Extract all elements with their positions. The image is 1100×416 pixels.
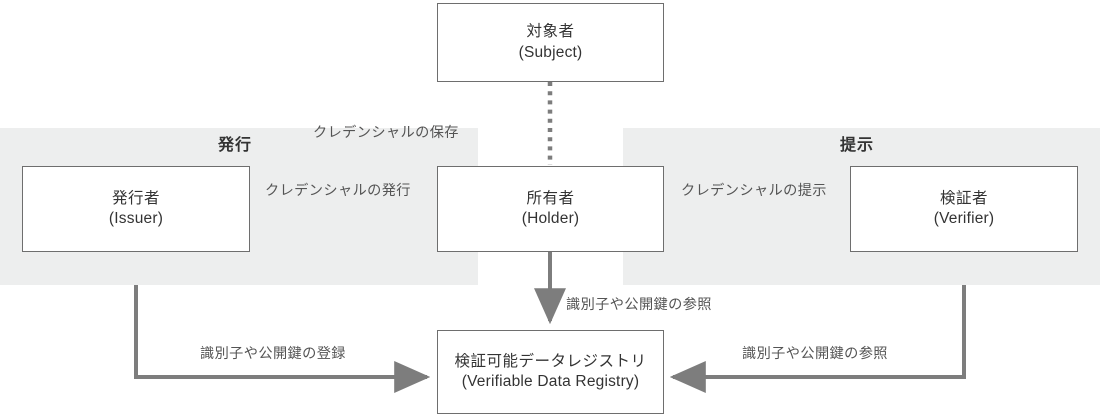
node-issuer[interactable]: 発行者 (Issuer) (22, 166, 250, 252)
node-registry-label-en: (Verifiable Data Registry) (461, 373, 640, 390)
edge-label-holder-lookup: 識別子や公開鍵の参照 (566, 297, 712, 313)
band-label-presentation: 提示 (840, 137, 875, 154)
node-verifier[interactable]: 検証者 (Verifier) (850, 166, 1078, 252)
edge-label-present-credential: クレデンシャルの提示 (681, 183, 827, 199)
node-holder-label-jp: 所有者 (526, 189, 575, 207)
node-issuer-label-en: (Issuer) (108, 210, 164, 227)
node-verifier-label-jp: 検証者 (939, 189, 988, 207)
edge-issuer-to-registry (134, 252, 431, 393)
node-holder-label-en: (Holder) (521, 210, 580, 227)
edge-label-store-credential: クレデンシャルの保存 (313, 125, 459, 141)
node-issuer-label-jp: 発行者 (111, 189, 160, 207)
node-subject-label-en: (Subject) (518, 43, 583, 61)
node-subject-label-jp: 対象者 (526, 23, 575, 41)
node-holder[interactable]: 所有者 (Holder) (437, 166, 664, 252)
edge-label-verifier-lookup: 識別子や公開鍵の参照 (742, 346, 888, 362)
node-subject[interactable]: 対象者 (Subject) (437, 3, 664, 82)
edge-label-issue-credential: クレデンシャルの発行 (265, 183, 411, 199)
node-verifiable-data-registry[interactable]: 検証可能データレジストリ (Verifiable Data Registry) (437, 330, 664, 414)
node-registry-label-jp: 検証可能データレジストリ (454, 352, 647, 370)
edge-label-register-identifiers: 識別子や公開鍵の登録 (200, 346, 346, 362)
band-label-issuance: 発行 (218, 137, 253, 154)
edge-verifier-to-registry (669, 252, 966, 393)
node-verifier-label-en: (Verifier) (933, 210, 995, 227)
